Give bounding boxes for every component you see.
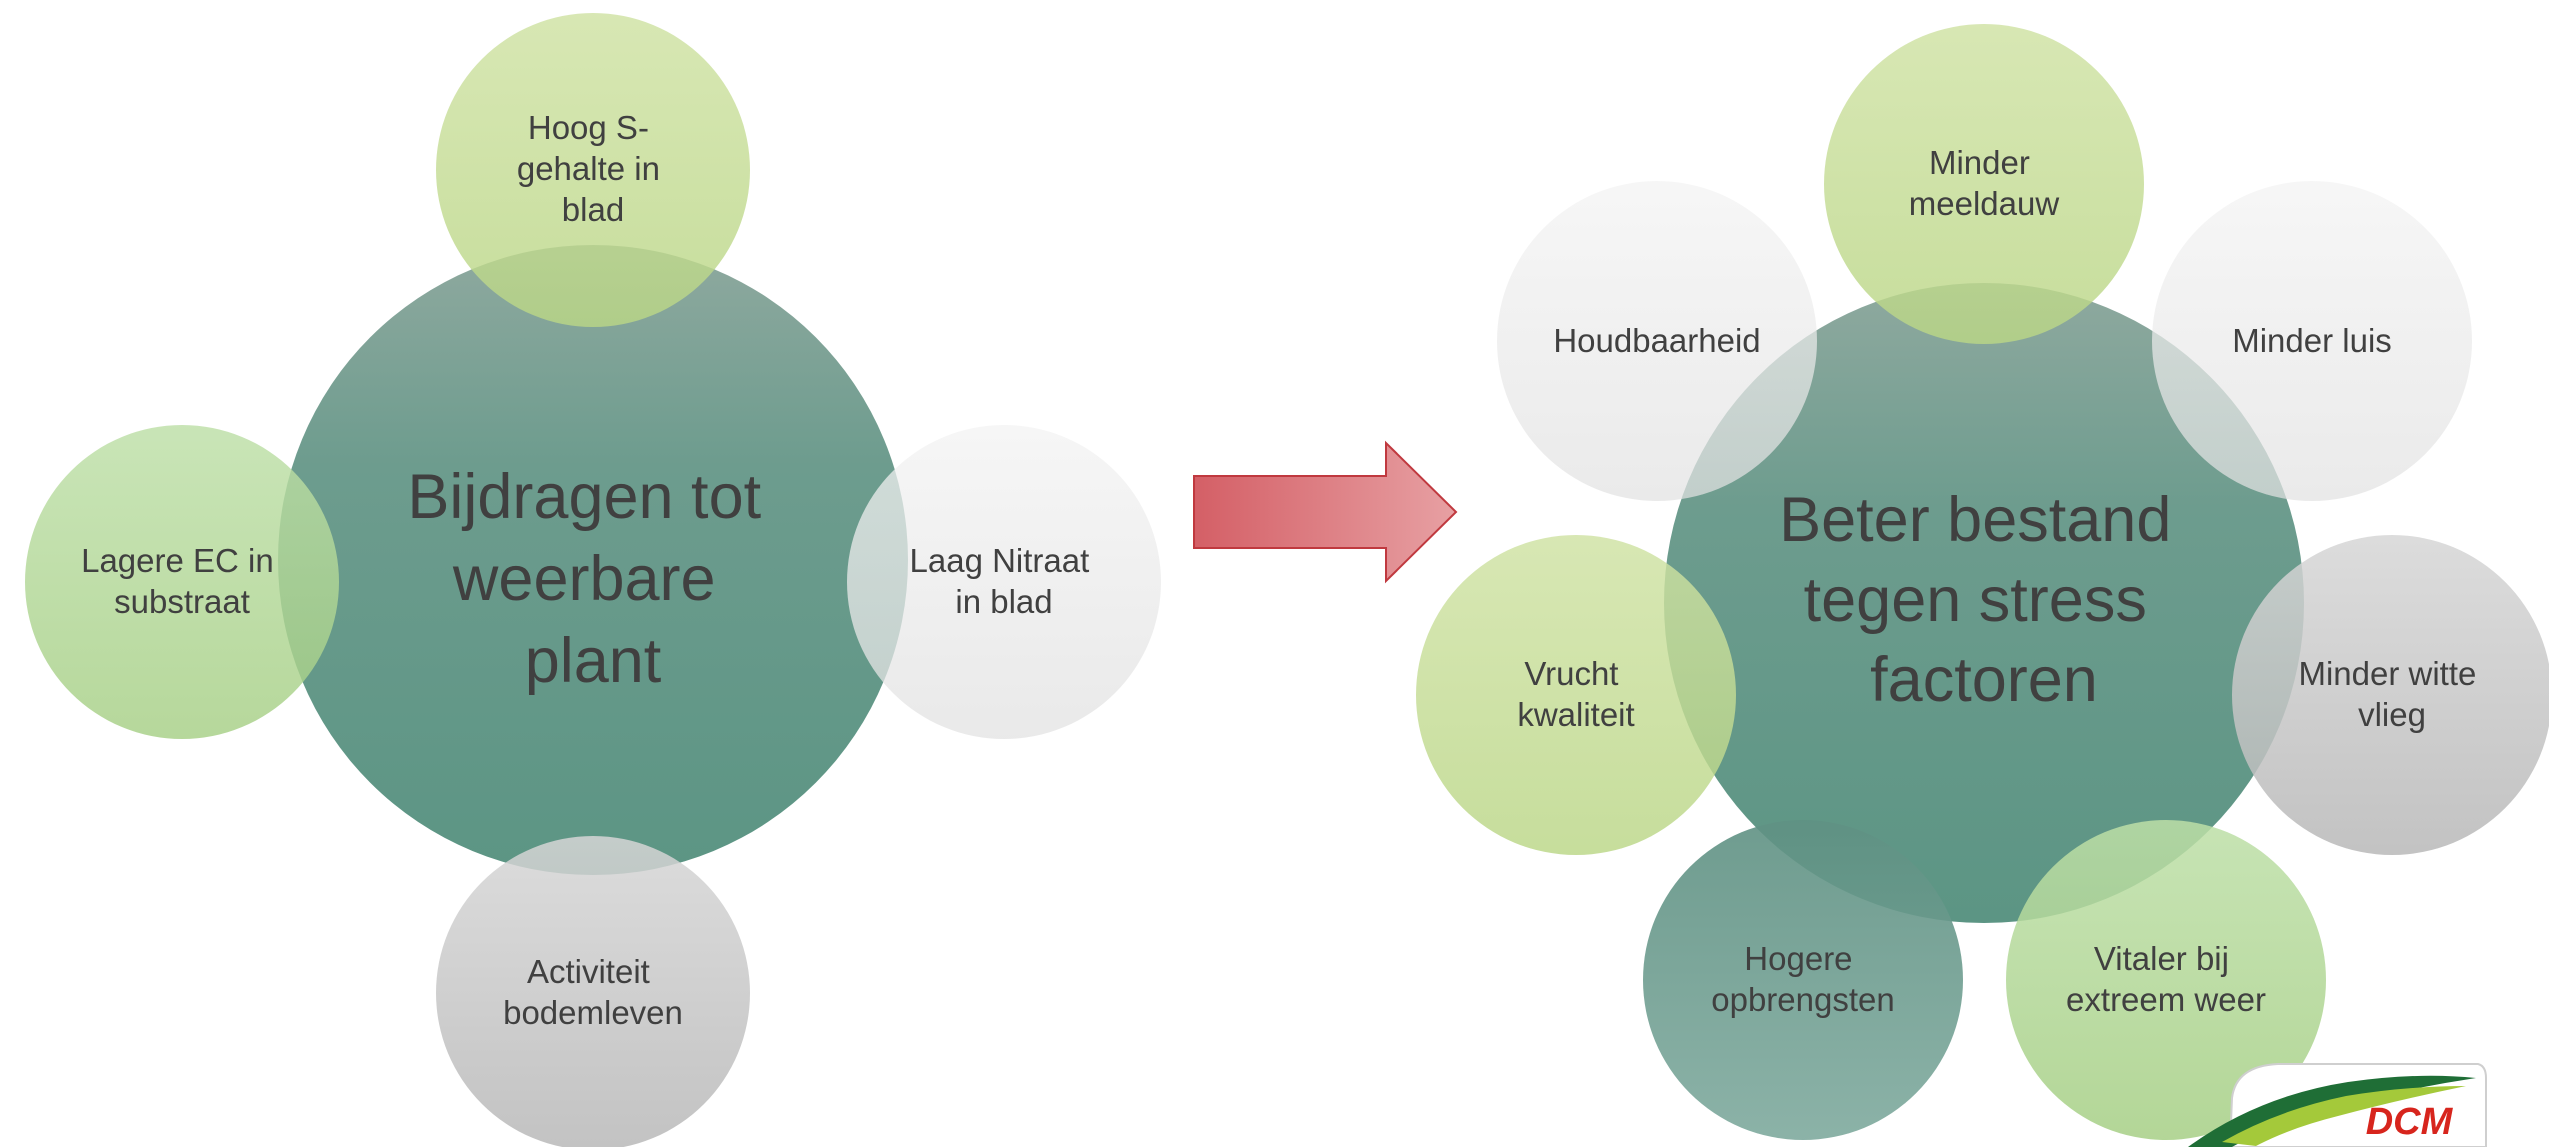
left-top-label: Hoog S- gehalte in blad xyxy=(517,109,669,228)
left-center-label: Bijdragen tot weerbare plant xyxy=(407,462,778,696)
left-right-label: Laag Nitraat in blad xyxy=(910,542,1099,620)
left-bottom-label: Activiteit bodemleven xyxy=(503,953,683,1031)
left-top-circle xyxy=(436,13,750,327)
right-top-right-circle xyxy=(2152,181,2472,501)
right-top-left-circle xyxy=(1497,181,1817,501)
left-bottom-circle xyxy=(436,836,750,1147)
logo-text: DCM xyxy=(2366,1101,2454,1143)
right-left-label: Vrucht kwaliteit xyxy=(1517,655,1634,733)
right-center-circle xyxy=(1664,283,2304,923)
right-center-label: Beter bestand tegen stress factoren xyxy=(1779,485,2189,715)
right-top-circle xyxy=(1824,24,2144,344)
left-cycle: Bijdragen tot weerbare plant Hoog S- geh… xyxy=(25,13,1161,1147)
right-top-label: Minder meeldauw xyxy=(1909,144,2060,222)
right-top-right-label: Minder luis xyxy=(2232,322,2392,359)
right-top-left-label: Houdbaarheid xyxy=(1553,322,1760,359)
right-bottom-right-label: Vitaler bij extreem weer xyxy=(2066,940,2266,1018)
left-left-circle xyxy=(25,425,339,739)
right-right-label: Minder witte vlieg xyxy=(2298,655,2485,733)
logo-swoosh-light-icon xyxy=(2222,1086,2466,1146)
right-arrow-icon xyxy=(1193,440,1458,584)
right-left-circle xyxy=(1416,535,1736,855)
right-cycle: Beter bestand tegen stress factoren Mind… xyxy=(1416,24,2549,1140)
left-center-circle xyxy=(278,245,908,875)
right-right-circle xyxy=(2232,535,2549,855)
left-right-circle xyxy=(847,425,1161,739)
right-bottom-right-circle xyxy=(2006,820,2326,1140)
right-bottom-left-label: Hogere opbrengsten xyxy=(1711,940,1894,1018)
dcm-logo: DCM xyxy=(2188,1063,2487,1147)
right-bottom-left-circle xyxy=(1643,820,1963,1140)
left-left-label: Lagere EC in substraat xyxy=(81,542,283,620)
